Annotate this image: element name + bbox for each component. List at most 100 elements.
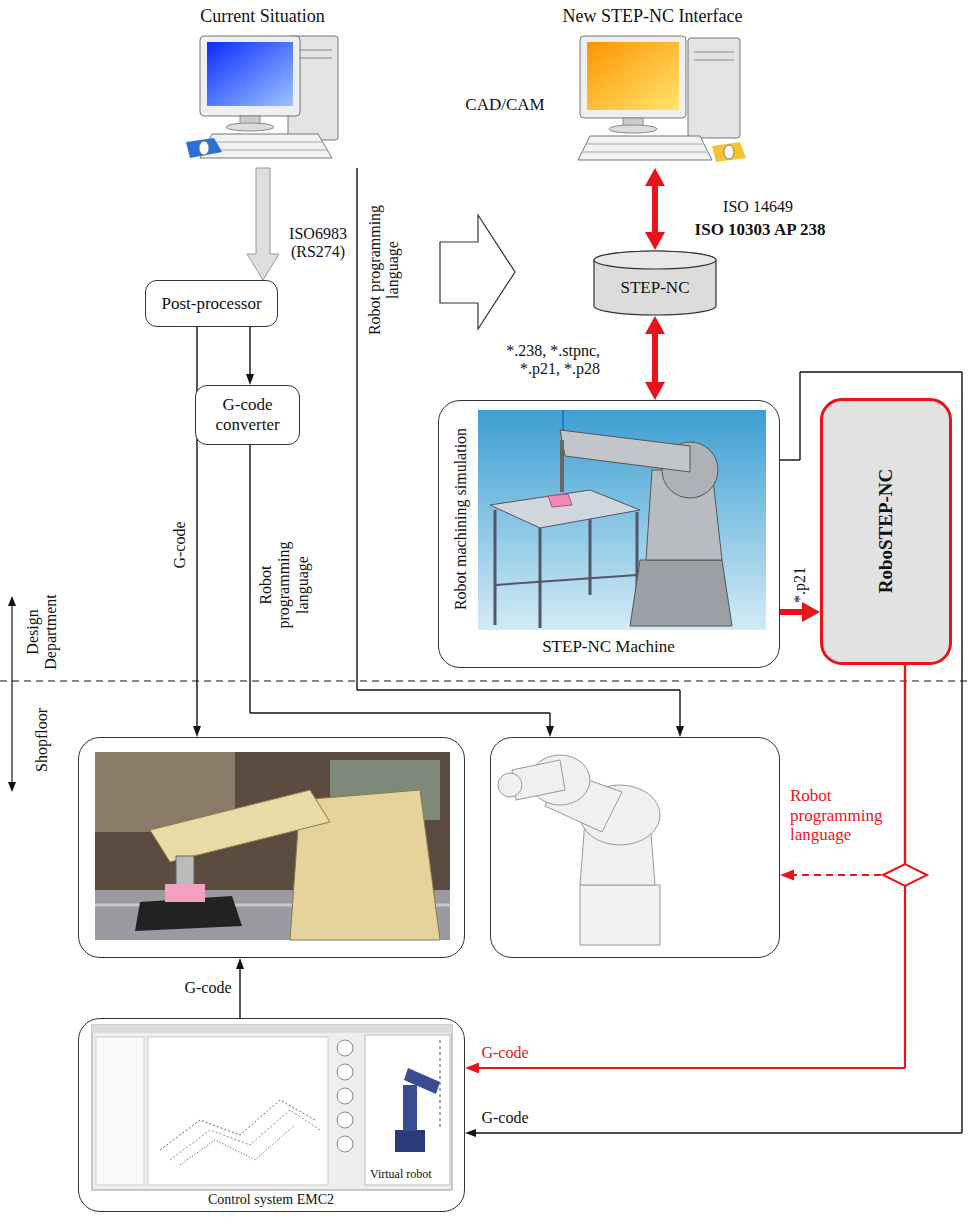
- robot-box: [490, 737, 780, 958]
- split-diamond: [883, 864, 927, 886]
- software-screenshot: [404, 1068, 440, 1094]
- computer-icon: [207, 42, 293, 106]
- computer-icon: [578, 136, 712, 160]
- computer-icon: [694, 60, 734, 61]
- computer-icon: [200, 134, 332, 158]
- software-box: Control system EMC2Virtual robot: [78, 1018, 465, 1212]
- computer-icon: [200, 36, 300, 116]
- software-screenshot: [337, 1136, 353, 1152]
- edge-label: Robot programming language: [257, 535, 312, 635]
- robot-picture: [498, 773, 522, 797]
- software-screenshot: [337, 1088, 353, 1104]
- computer-icon: [578, 36, 746, 162]
- computer-icon: [226, 123, 274, 131]
- split-diamond: [883, 864, 927, 886]
- simulation-picture: [478, 410, 766, 630]
- photo-box: [78, 737, 465, 958]
- software-screenshot: [440, 1040, 441, 1130]
- connector-line: [799, 372, 800, 460]
- department-divider: [8, 782, 16, 792]
- edge-label: G-code: [171, 521, 189, 568]
- process-box: Post-processor: [145, 280, 278, 327]
- robot-photo: [176, 856, 194, 886]
- arrowhead: [676, 726, 684, 737]
- computer-icon: [186, 138, 222, 158]
- node-text: Post-processor: [161, 294, 261, 314]
- computer-icon: [694, 52, 734, 53]
- connector: [780, 602, 820, 622]
- arrowhead: [465, 1129, 476, 1137]
- robot-photo: [95, 752, 450, 940]
- simulation-picture: [560, 440, 564, 492]
- node-text: STEP-NC Machine: [439, 637, 778, 657]
- arrowhead: [645, 232, 665, 250]
- connector-line: [652, 182, 658, 235]
- arrowhead: [465, 1063, 479, 1074]
- edge-label: ISO 14649: [723, 198, 793, 216]
- node-text: G-code converter: [202, 395, 293, 434]
- simulation-picture: [495, 575, 637, 585]
- database-cylinder: STEP-NC: [593, 250, 717, 316]
- arrowhead: [236, 958, 244, 969]
- connector: [250, 445, 554, 737]
- edge-label: ISO6983 (RS274): [285, 225, 351, 262]
- connector-line: [679, 690, 680, 728]
- node-text: RoboSTEP-NC: [875, 469, 897, 594]
- connector-line: [196, 327, 197, 728]
- connector: [645, 168, 665, 250]
- arrowhead: [193, 726, 201, 737]
- edge-label: *.238, *.stpnc, *.p21, *.p28: [490, 342, 600, 379]
- computer-icon: [209, 142, 322, 143]
- connector: [236, 958, 244, 1018]
- module-box: RoboSTEP-NC: [820, 398, 952, 665]
- connector: [247, 168, 279, 280]
- connector-line: [250, 712, 550, 713]
- computer-icon: [586, 144, 704, 145]
- simulation-picture: [548, 494, 572, 507]
- robot-photo: [150, 790, 330, 862]
- robot-photo: [95, 752, 450, 940]
- robot-picture: [580, 885, 660, 945]
- arrowhead: [546, 726, 554, 737]
- software-screenshot: [365, 1035, 450, 1185]
- connector-line: [780, 459, 800, 460]
- arrowhead: [645, 316, 665, 334]
- arrowhead: [780, 870, 794, 881]
- connector: [645, 316, 665, 400]
- process-box: G-code converter: [195, 385, 300, 445]
- edge-label: G-code: [481, 1044, 528, 1062]
- connector: [780, 665, 905, 881]
- computer-icon: [186, 36, 338, 158]
- software-screenshot: [160, 1100, 315, 1150]
- software-screenshot: [395, 1130, 425, 1152]
- connector-line: [780, 609, 806, 615]
- software-screenshot: [180, 1125, 295, 1165]
- node-text: Control system EMC2: [79, 1192, 463, 1208]
- connector-line: [474, 1132, 962, 1133]
- block-arrow: [247, 168, 279, 280]
- computer-icon: [609, 125, 657, 133]
- software-screenshot: [92, 1025, 452, 1033]
- connector-line: [239, 967, 240, 1018]
- robot-picture: [498, 755, 660, 945]
- connector-line: [357, 689, 680, 690]
- department-divider: [0, 680, 969, 681]
- robot-photo: [165, 884, 205, 902]
- connector-line: [652, 330, 658, 385]
- simulation-picture: [490, 490, 640, 528]
- computer-icon: [199, 141, 209, 155]
- computer-icon: [580, 36, 686, 118]
- computer-icon: [582, 152, 708, 153]
- software-screenshot: [337, 1112, 353, 1128]
- transition-arrow: [440, 215, 515, 329]
- edge-label: Robot programming language: [790, 786, 890, 845]
- connector-line: [249, 445, 250, 713]
- edge-label: G-code: [184, 979, 231, 997]
- edge-label: Robot programming language: [366, 198, 403, 343]
- connector-line: [356, 168, 357, 690]
- transition-arrow: [440, 215, 515, 329]
- software-screenshot: [170, 1110, 320, 1160]
- software-screenshot: [403, 1085, 417, 1131]
- connector-line: [961, 372, 962, 1133]
- connector: [246, 327, 254, 385]
